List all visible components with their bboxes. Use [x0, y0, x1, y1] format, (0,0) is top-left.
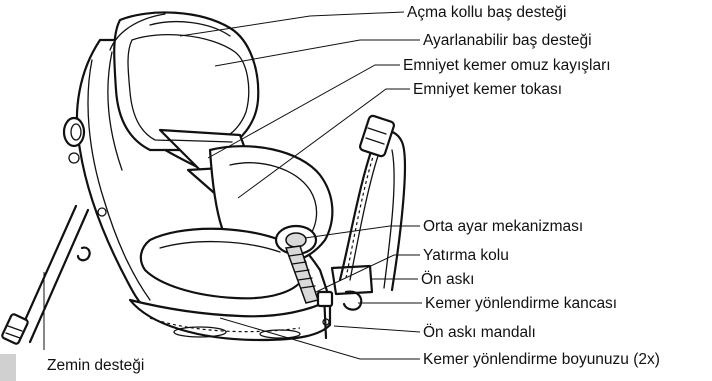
label-orta-ayar-mekanizmasi: Orta ayar mekanizması	[423, 218, 583, 235]
leader-line-yatirma	[316, 255, 420, 292]
label-on-aski: Ön askı	[421, 270, 474, 288]
leader-line-mandal	[334, 326, 420, 332]
label-zemin-destegi: Zemin desteği	[47, 357, 144, 374]
floor-support-leg	[1, 206, 89, 345]
label-emniyet-kemer-omuz-kayislari: Emniyet kemer omuz kayışları	[403, 57, 611, 74]
label-on-aski-mandali: Ön askı mandalı	[423, 323, 536, 341]
car-seat-illustration	[1, 12, 405, 344]
label-emniyet-kemer-tokasi: Emniyet kemer tokası	[413, 81, 562, 98]
label-kemer-yonlendirme-boyunuzu: Kemer yönlendirme boyunuzu (2x)	[423, 351, 660, 368]
label-acma-kollu-bas-destegi: Açma kollu baş desteği	[407, 4, 566, 21]
label-yatirma-kolu: Yatırma kolu	[423, 247, 509, 264]
headrest	[110, 12, 258, 150]
label-kemer-yonlendirme-kancasi: Kemer yönlendirme kancası	[425, 295, 617, 312]
label-ayarlanabilir-bas-destegi: Ayarlanabilir baş desteği	[423, 32, 592, 49]
side-adjust-knob	[64, 118, 84, 146]
